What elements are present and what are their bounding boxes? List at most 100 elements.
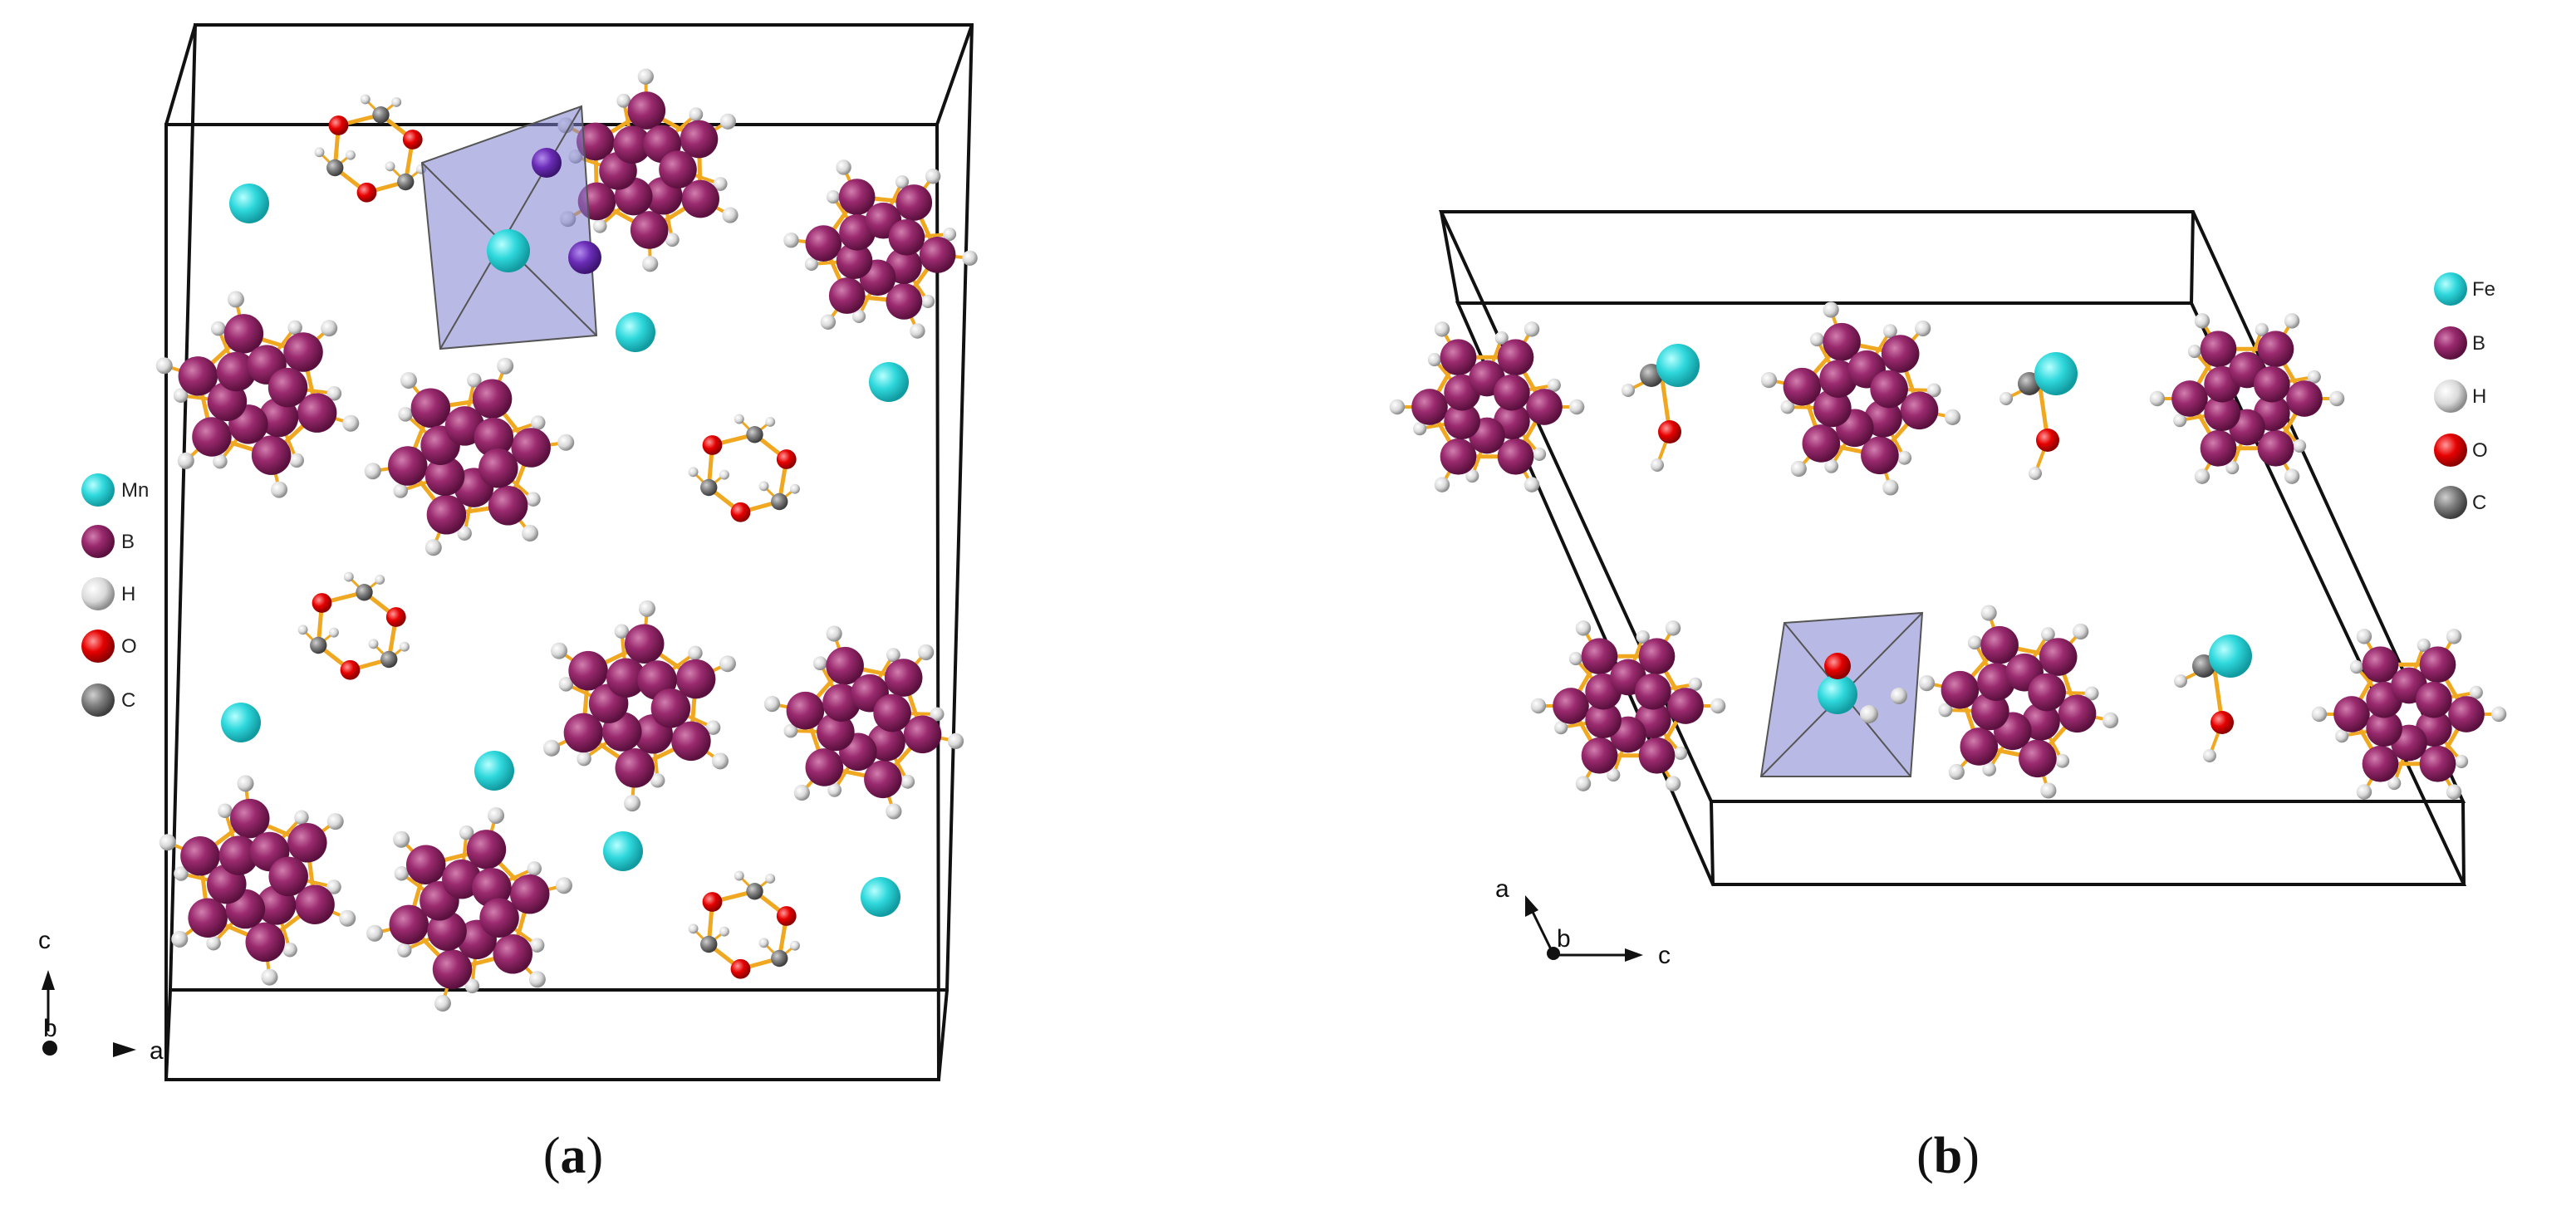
hydrogen-atom — [827, 782, 842, 797]
boron-atom — [884, 659, 923, 697]
hydrogen-atom — [321, 320, 338, 337]
hydrogen-atom — [1434, 477, 1450, 492]
polyhedron-atoms-a — [487, 148, 601, 274]
hydrogen-atom — [851, 309, 866, 323]
hydrogen-atom — [1882, 479, 1899, 496]
legend-label-c: C — [121, 689, 135, 712]
solvent-fragment — [1622, 344, 1700, 472]
polyhedron-atoms-b — [1818, 653, 1907, 723]
legend-swatch-o — [2434, 434, 2467, 467]
hydrogen-atom — [1524, 477, 1540, 492]
hydrogen-atom — [2311, 706, 2328, 723]
boron-atom — [216, 351, 257, 392]
boron-atom — [838, 179, 876, 215]
hydrogen-atom — [722, 207, 738, 223]
hydrogen-atom — [1389, 399, 1406, 415]
b12h12-cluster — [159, 775, 356, 986]
boron-atom — [2419, 646, 2456, 683]
hydrogen-atom — [688, 923, 699, 934]
hydrogen-atom — [398, 407, 413, 422]
hydrogen-atom — [1575, 776, 1592, 791]
hydrogen-atom — [1607, 768, 1621, 782]
boron-atom — [1861, 436, 1899, 475]
boron-atom — [267, 367, 308, 408]
carbon-atom — [356, 584, 373, 601]
hydrogen-atom — [688, 467, 699, 478]
hydrogen-atom — [558, 677, 574, 692]
hydrogen-atom — [1967, 635, 1982, 650]
boron-atom — [493, 934, 533, 974]
b12h12-cluster — [364, 357, 575, 556]
hydrogen-atom — [1915, 320, 1931, 337]
hydrogen-atom — [467, 373, 482, 388]
hydrogen-atom — [689, 107, 704, 122]
legend-swatch-c — [2434, 486, 2467, 519]
hydrogen-atom — [918, 644, 935, 661]
hydrogen-atom — [339, 909, 356, 927]
boron-atom — [805, 748, 844, 786]
b12h12-cluster — [557, 68, 738, 272]
solvent-molecule — [314, 94, 426, 203]
hydrogen-atom — [1710, 698, 1726, 714]
boron-atom — [1497, 438, 1534, 475]
metal-atom — [1656, 344, 1700, 387]
boron-atom — [1971, 692, 2009, 731]
hydrogen-atom — [522, 525, 539, 542]
hydrogen-atom — [2335, 729, 2349, 743]
oxygen-atom — [340, 659, 361, 680]
hydrogen-atom — [2029, 467, 2042, 480]
oxygen-atom — [1658, 420, 1681, 443]
axis-out-dot — [1547, 947, 1560, 960]
boron-atom — [218, 835, 259, 875]
hydrogen-atom — [1809, 332, 1824, 347]
hydrogen-atom — [227, 291, 244, 308]
hydrogen-atom — [592, 218, 607, 233]
hydrogen-atom — [326, 386, 342, 401]
boron-atom — [613, 125, 652, 164]
boron-atom — [886, 283, 923, 320]
hydrogen-atom — [1824, 458, 1839, 473]
mn-atom — [229, 184, 269, 223]
legend-label-b: B — [121, 531, 135, 553]
hydrogen-atom — [925, 169, 941, 184]
boron-atom — [2254, 365, 2290, 403]
boron-atom — [680, 120, 719, 159]
legend-label-h: H — [2472, 385, 2486, 408]
boron-atom — [2257, 331, 2294, 368]
carbon-atom — [310, 636, 327, 654]
oxygen-atom — [2036, 429, 2059, 452]
coordinated-hydrogen — [1891, 688, 1907, 704]
boron-atom — [2019, 739, 2057, 778]
hydrogen-atom — [526, 492, 541, 507]
hydrogen-atom — [719, 655, 736, 673]
hydrogen-atom — [2255, 322, 2269, 336]
hydrogen-atom — [921, 294, 935, 308]
hydrogen-atom — [962, 250, 978, 266]
hydrogen-atom — [155, 357, 173, 375]
hydrogen-atom — [434, 995, 451, 1012]
hydrogen-atom — [1688, 677, 1702, 691]
b12h12-cluster — [543, 600, 736, 812]
hydrogen-atom — [711, 752, 729, 770]
hydrogen-atom — [368, 639, 379, 649]
panel-caption-b: (b) — [1916, 1128, 1980, 1184]
coordinated-hydrogen — [1860, 705, 1878, 723]
boron-atom — [2366, 710, 2402, 747]
hydrogen-atom — [900, 774, 915, 789]
hydrogen-atom — [531, 415, 546, 430]
hydrogen-atom — [1427, 353, 1441, 367]
arrow-up-left-icon — [1525, 895, 1538, 917]
axis-label-b: b — [1557, 925, 1571, 953]
hydrogen-atom — [1434, 321, 1450, 337]
oxygen-atom — [702, 435, 723, 455]
hydrogen-atom — [2194, 313, 2210, 329]
boron-atom — [1585, 702, 1622, 739]
hydrogen-atom — [1918, 674, 1936, 692]
legend-swatch-c — [81, 683, 115, 717]
hydrogen-atom — [497, 357, 514, 375]
boron-atom — [1494, 374, 1530, 411]
hydrogen-atom — [758, 481, 769, 492]
boron-atom — [903, 715, 942, 754]
hydrogen-atom — [400, 371, 417, 389]
